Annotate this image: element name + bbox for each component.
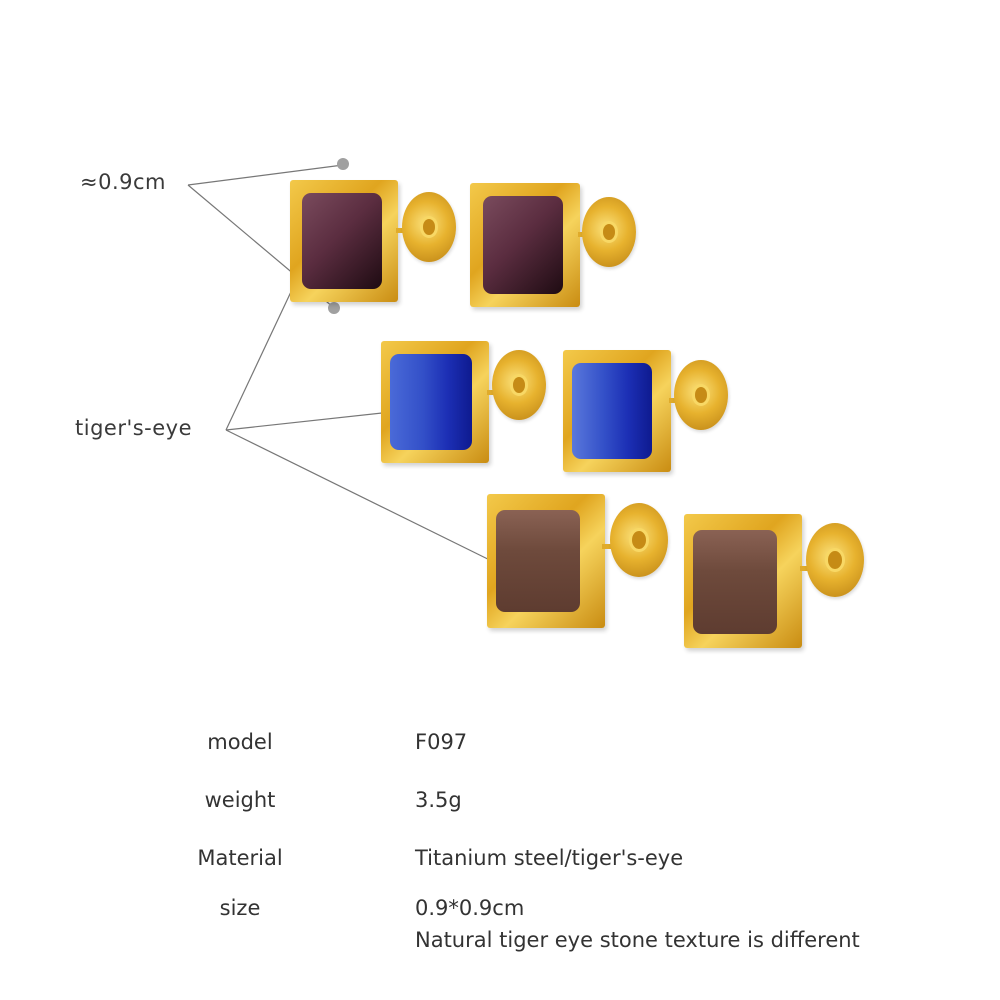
measure-dot-top [337, 158, 349, 170]
spec-key-material: Material [197, 846, 283, 870]
spec-value-material: Titanium steel/tiger's-eye [415, 846, 684, 870]
brown-stone [496, 510, 580, 612]
purple-stone [483, 196, 563, 294]
stone-callout-label: tiger's-eye [75, 416, 193, 440]
earring-back [806, 523, 864, 597]
earring-back [674, 360, 728, 430]
earring-back [402, 192, 456, 262]
size-callout-label: ≈0.9cm [80, 170, 166, 194]
earring-back [582, 197, 636, 267]
spec-value-weight: 3.5g [415, 788, 462, 812]
blue-stone [390, 354, 472, 450]
spec-key-weight: weight [204, 788, 276, 812]
spec-key-size: size [219, 896, 261, 920]
blue-stone [572, 363, 652, 459]
spec-note: Natural tiger eye stone texture is diffe… [415, 928, 860, 952]
spec-key-model: model [207, 730, 273, 754]
purple-stone [302, 193, 382, 289]
measure-dot-bottom [328, 302, 340, 314]
earring-back [610, 503, 668, 577]
brown-stone [693, 530, 777, 634]
earring-back [492, 350, 546, 420]
spec-value-model: F097 [415, 730, 468, 754]
spec-value-size: 0.9*0.9cm [415, 896, 525, 920]
